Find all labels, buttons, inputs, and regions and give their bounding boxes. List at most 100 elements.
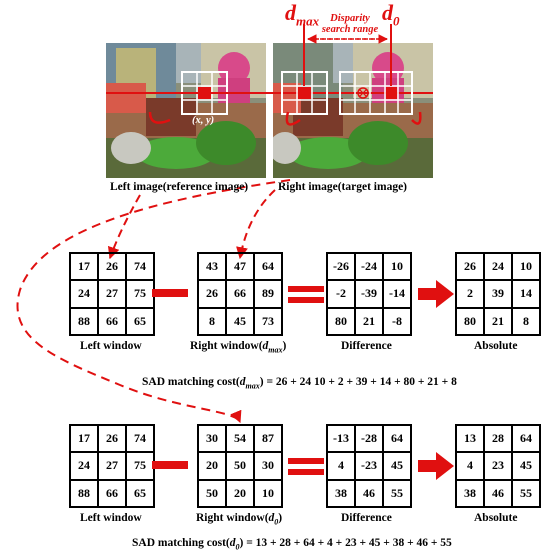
matrix-cell: 4: [456, 452, 484, 480]
matrix-cell: 74: [126, 425, 154, 453]
matrix-cell: 26: [98, 253, 126, 281]
matrix-cell: 88: [70, 307, 98, 335]
matrix-cell: 10: [383, 253, 411, 281]
matrix-cell: 73: [254, 307, 282, 335]
matrix-cell: 74: [126, 253, 154, 281]
matrix-cell: 54: [226, 425, 254, 453]
matrix-cell: 39: [484, 280, 512, 308]
matrix-cell: 50: [198, 479, 226, 507]
matrix-cell: 27: [98, 452, 126, 480]
row2-right-label: Right window(d0): [196, 512, 283, 527]
matrix-cell: 45: [383, 452, 411, 480]
matrix-cell: 80: [327, 307, 355, 335]
matrix-cell: 8: [198, 307, 226, 335]
row2-abs-label: Absolute: [474, 512, 518, 524]
matrix-cell: 64: [254, 253, 282, 281]
matrix-cell: 64: [512, 425, 540, 453]
disparity-range-label: Disparity search range: [321, 13, 379, 35]
left-image: [106, 43, 266, 178]
right-image-caption: Right image(target image): [278, 181, 408, 193]
matrix-cell: 10: [512, 253, 540, 281]
row2-diff-label: Difference: [341, 512, 392, 524]
matrix-cell: 89: [254, 280, 282, 308]
matrix-cell: 24: [484, 253, 512, 281]
equals-sign-row1: [288, 286, 324, 308]
left-curve-arrow: [148, 111, 171, 124]
matrix-cell: 24: [70, 452, 98, 480]
matrix-cell: -14: [383, 280, 411, 308]
minus-sign-row1: [152, 289, 188, 297]
equals-sign-row2: [288, 458, 324, 480]
matrix-cell: 46: [355, 479, 383, 507]
matrix-cell: 75: [126, 280, 154, 308]
right-curve-arrow: [285, 111, 301, 126]
right-window-d0: [339, 71, 413, 115]
minus-sign-row2: [152, 461, 188, 469]
matrix-cell: 55: [512, 479, 540, 507]
matrix-cell: 20: [226, 479, 254, 507]
matrix-cell: 88: [70, 479, 98, 507]
matrix-cell: 21: [355, 307, 383, 335]
dmax-label: dmax: [285, 0, 320, 29]
matrix-cell: -39: [355, 280, 383, 308]
link-right-window-row1: [236, 189, 276, 260]
matrix-cell: 45: [226, 307, 254, 335]
matrix-cell: 65: [126, 307, 154, 335]
matrix-cell: 24: [70, 280, 98, 308]
matrix-cell: 87: [254, 425, 282, 453]
link-left-window-row1: [107, 194, 141, 260]
matrix-cell: -26: [327, 253, 355, 281]
matrix-cell: 21: [484, 307, 512, 335]
matrix-cell: 27: [98, 280, 126, 308]
matrix-cell: 23: [484, 452, 512, 480]
matrix-cell: 66: [226, 280, 254, 308]
matrix-cell: 17: [70, 253, 98, 281]
row1-diff-label: Difference: [341, 340, 392, 352]
matrix-cell: 26: [456, 253, 484, 281]
matrix-cell: -24: [355, 253, 383, 281]
matrix-cell: 55: [383, 479, 411, 507]
matrix-cell: 13: [456, 425, 484, 453]
matrix-cell: 2: [456, 280, 484, 308]
matrix-cell: 46: [484, 479, 512, 507]
row2-left-label: Left window: [80, 512, 142, 524]
row2-sad-cost: SAD matching cost(d0) = 13 + 28 + 64 + 4…: [132, 537, 452, 552]
matrix-cell: 38: [327, 479, 355, 507]
arrow-right-row1: [418, 280, 454, 308]
arrow-right-row2: [418, 452, 454, 480]
matrix-cell: 66: [98, 479, 126, 507]
matrix-cell: 4: [327, 452, 355, 480]
matrix-cell: -13: [327, 425, 355, 453]
matrix-cell: 45: [512, 452, 540, 480]
matrix-cell: -8: [383, 307, 411, 335]
matrix-cell: -28: [355, 425, 383, 453]
matrix-cell: 8: [512, 307, 540, 335]
matrix-cell: 10: [254, 479, 282, 507]
matrix-cell: 80: [456, 307, 484, 335]
matrix-cell: 64: [383, 425, 411, 453]
matrix-cell: 30: [198, 425, 226, 453]
matrix-cell: 30: [254, 452, 282, 480]
matrix-cell: 14: [512, 280, 540, 308]
matrix-cell: -2: [327, 280, 355, 308]
matrix-cell: 65: [126, 479, 154, 507]
matrix-cell: 26: [98, 425, 126, 453]
matrix-cell: 38: [456, 479, 484, 507]
right-image: [273, 43, 433, 178]
matrix-cell: 66: [98, 307, 126, 335]
matrix-cell: 17: [70, 425, 98, 453]
left-image-caption: Left image(reference image): [110, 181, 249, 193]
row1-sad-cost: SAD matching cost(dmax) = 26 + 24 10 + 2…: [142, 376, 457, 391]
matrix-cell: 75: [126, 452, 154, 480]
matrix-cell: 50: [226, 452, 254, 480]
matrix-cell: 26: [198, 280, 226, 308]
